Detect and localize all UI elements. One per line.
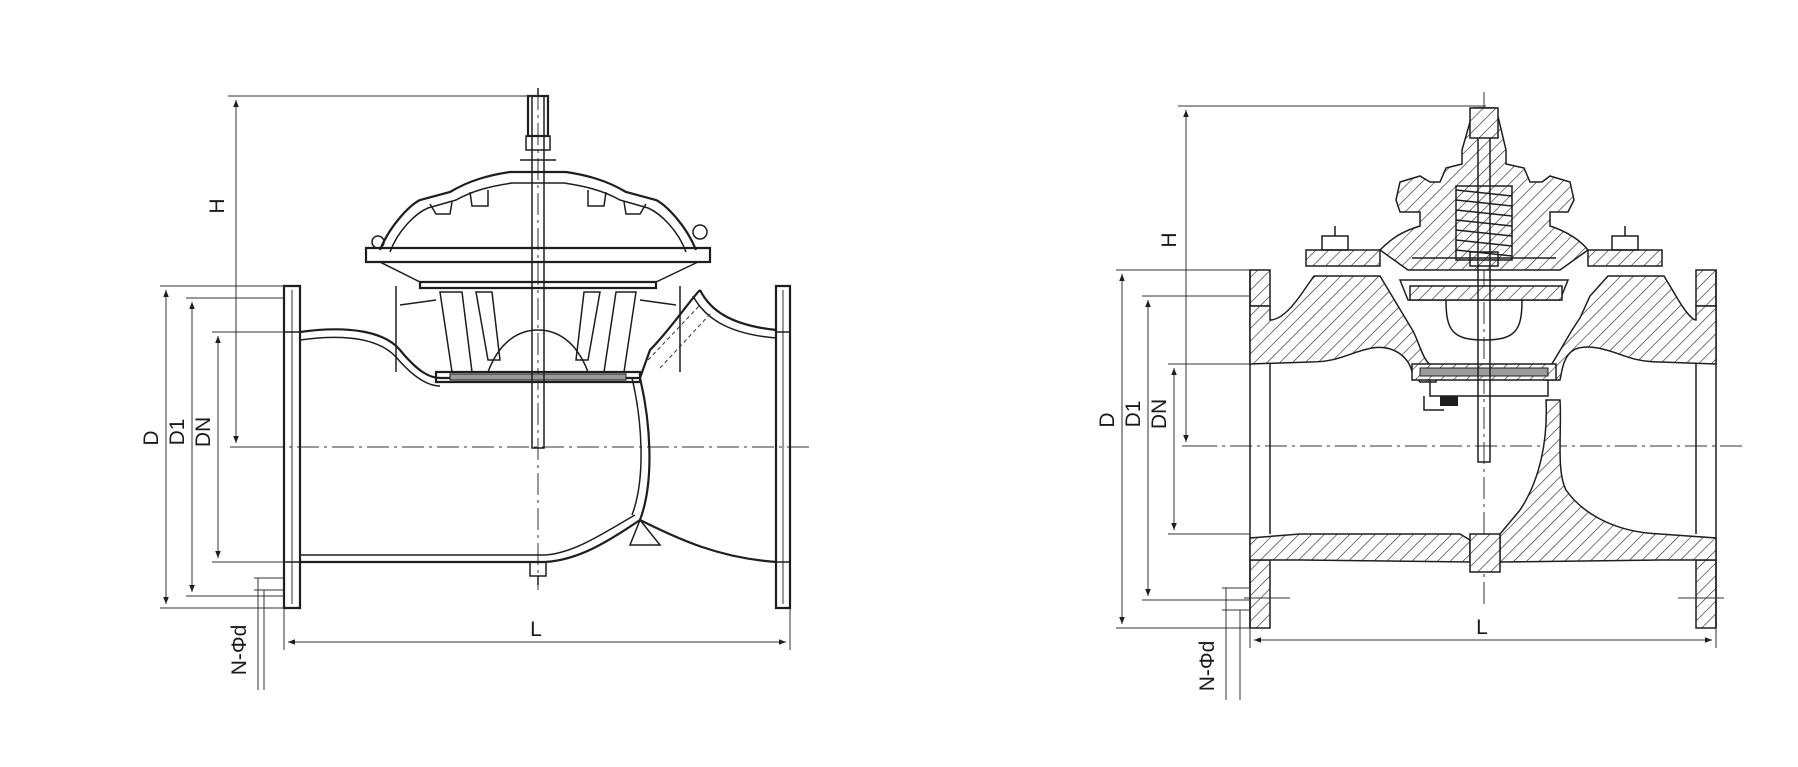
right-disc-assembly bbox=[1409, 285, 1563, 411]
right-spring bbox=[1455, 185, 1513, 261]
left-label-DN: DN bbox=[192, 417, 215, 447]
left-valve-body bbox=[299, 289, 777, 585]
left-dim-diameters: D D1 DN bbox=[140, 285, 284, 609]
right-valve-drawing: H D D1 DN L bbox=[1096, 92, 1745, 700]
right-dim-bolt-holes: N-Φd bbox=[1196, 587, 1250, 700]
right-label-D1: D1 bbox=[1122, 401, 1145, 428]
right-dim-diameters: D D1 DN bbox=[1096, 269, 1250, 629]
right-bonnet bbox=[1305, 107, 1663, 301]
left-label-D1: D1 bbox=[166, 419, 189, 446]
left-label-H: H bbox=[206, 198, 229, 213]
left-label-L: L bbox=[530, 618, 542, 641]
right-label-DN: DN bbox=[1148, 399, 1171, 429]
left-valve-drawing: H D D1 DN L bbox=[140, 88, 812, 690]
left-dim-bolt-holes: N-Φd bbox=[228, 577, 284, 690]
right-dim-L: L bbox=[1249, 616, 1717, 648]
left-label-N-phi-d: N-Φd bbox=[228, 625, 251, 676]
left-dim-L: L bbox=[283, 608, 791, 650]
right-valve-body bbox=[1249, 275, 1717, 573]
right-label-D: D bbox=[1096, 412, 1119, 427]
left-inlet-flange bbox=[282, 284, 302, 610]
right-stem bbox=[1469, 107, 1499, 463]
right-dim-H: H bbox=[1158, 105, 1486, 447]
left-dim-H: H bbox=[206, 95, 540, 448]
right-label-L: L bbox=[1476, 616, 1488, 639]
left-label-D: D bbox=[140, 430, 163, 445]
right-label-N-phi-d: N-Φd bbox=[1196, 641, 1219, 692]
right-label-H: H bbox=[1158, 232, 1181, 247]
left-diaphragm-assembly bbox=[395, 286, 681, 384]
